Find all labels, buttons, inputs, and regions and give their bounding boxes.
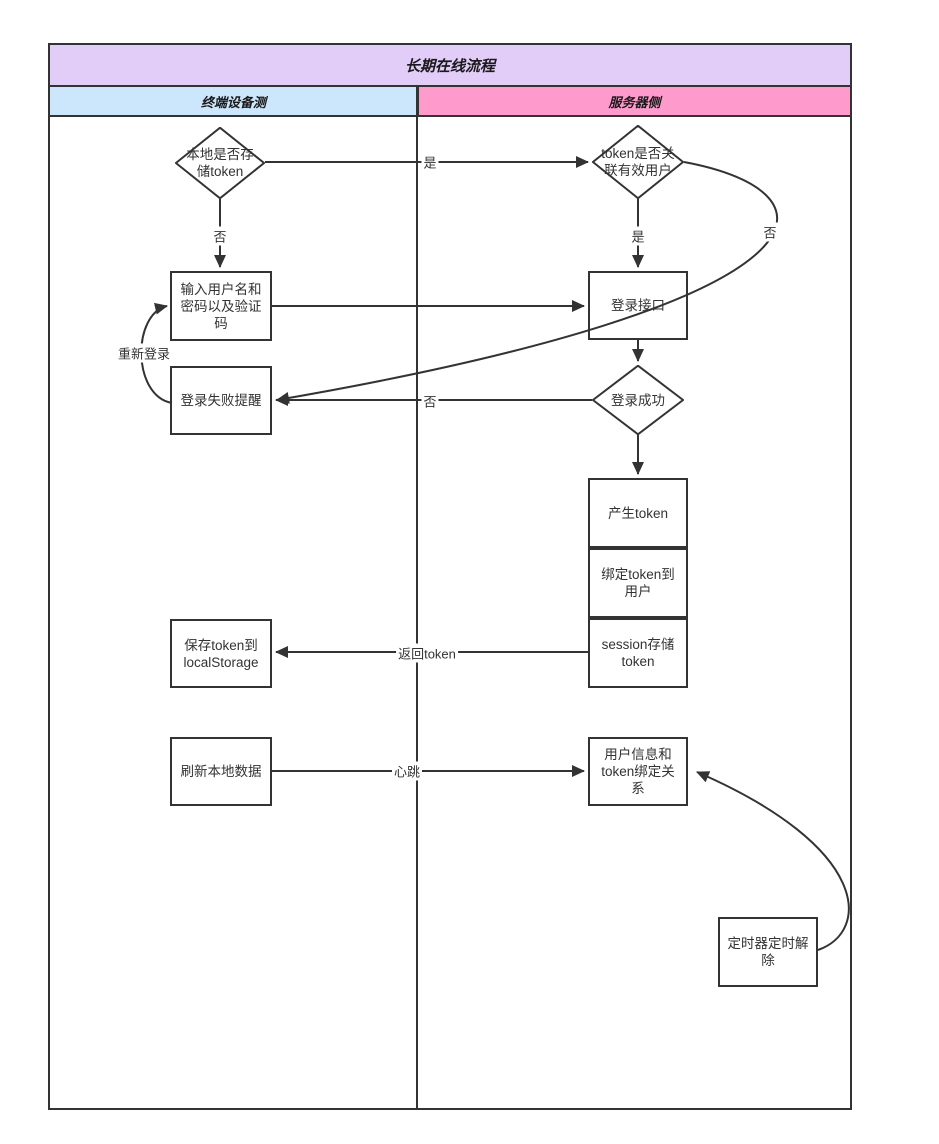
edge-label-login-success-no: 否 — [421, 391, 439, 411]
node-login-success-check: 登录成功 — [592, 365, 684, 435]
edge-label-valid-no: 否 — [761, 222, 779, 242]
edge-label-relogin: 重新登录 — [115, 343, 173, 363]
node-label: 保存token到localStorage — [183, 637, 259, 670]
node-label: 输入用户名和密码以及验证码 — [180, 281, 262, 331]
node-label: 登录接口 — [611, 298, 665, 313]
diamond-shape — [175, 127, 265, 199]
lane-header-server: 服务器侧 — [417, 87, 850, 115]
node-label: 绑定token到用户 — [601, 567, 675, 599]
node-login-fail-alert: 登录失败提醒 — [170, 366, 272, 435]
edge-label-valid-yes: 是 — [629, 226, 647, 246]
node-label: 刷新本地数据 — [180, 764, 262, 779]
node-label: 登录成功 — [611, 392, 665, 408]
node-session-store-token: session存储token — [588, 618, 688, 688]
node-generate-token: 产生token — [588, 478, 688, 548]
pool-title: 长期在线流程 — [50, 45, 850, 87]
edge-label-return-token: 返回token — [396, 643, 458, 663]
node-bind-token-to-user: 绑定token到用户 — [588, 548, 688, 618]
node-timer-unbind: 定时器定时解除 — [718, 917, 818, 987]
node-label: session存储token — [601, 637, 675, 669]
node-userinfo-token-binding: 用户信息和token绑定关系 — [588, 737, 688, 806]
node-label: 用户信息和token绑定关系 — [601, 747, 675, 796]
node-local-token-check: 本地是否存储token — [175, 127, 265, 199]
node-save-token-localstorage: 保存token到localStorage — [170, 619, 272, 688]
edge-label-heartbeat: 心跳 — [391, 761, 423, 781]
node-label: 登录失败提醒 — [180, 393, 262, 408]
node-label: token是否关联有效用户 — [601, 146, 675, 178]
node-label: 本地是否存储token — [186, 147, 254, 179]
node-label: 产生token — [607, 505, 669, 521]
node-input-credentials: 输入用户名和密码以及验证码 — [170, 271, 272, 341]
lane-header-terminal: 终端设备测 — [50, 87, 417, 115]
node-token-valid-user-check: token是否关联有效用户 — [592, 125, 684, 199]
edge-label-stored-no: 否 — [211, 226, 229, 246]
edge-label-stored-yes: 是 — [421, 152, 439, 172]
node-label: 定时器定时解除 — [727, 936, 809, 968]
node-refresh-local-data: 刷新本地数据 — [170, 737, 272, 806]
node-login-api: 登录接口 — [588, 271, 688, 340]
lane-header-row: 终端设备测 服务器侧 — [50, 87, 850, 117]
